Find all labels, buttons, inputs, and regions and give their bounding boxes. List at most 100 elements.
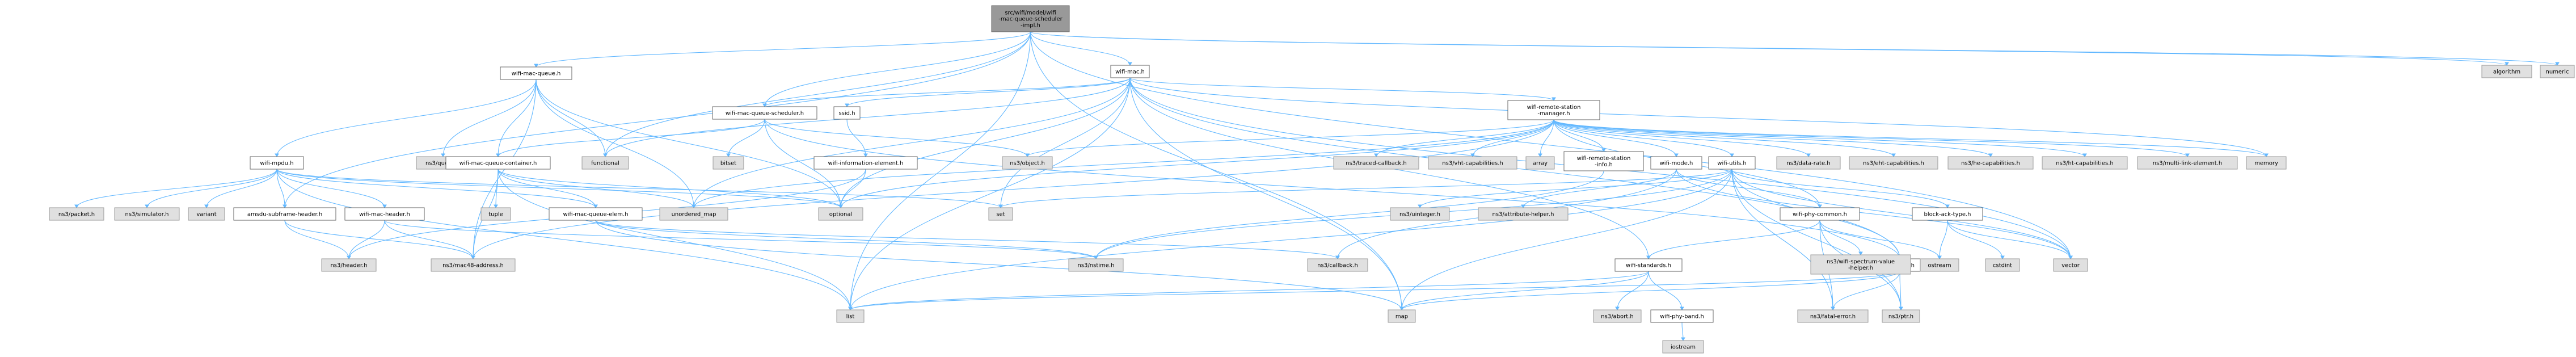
edge-wifi-utils-to-set: [1000, 169, 1732, 208]
edge-wifi-standards-to-wifi-phy-band: [1648, 271, 1683, 310]
edge-wifi-remote-station-manager-to-ns3-ht-capabilities: [1553, 119, 2085, 157]
include-edges: [74, 31, 2560, 341]
edge-arrowhead-wifi-remote-station-manager-to-wifi-mode: [1674, 153, 1679, 157]
edge-arrowhead-wifi-remote-station-manager-to-array: [1538, 153, 1542, 157]
node-ns3-ptr: ns3/ptr.h: [1882, 309, 1920, 323]
node-box-wifi-remote-station-manager: [1507, 100, 1600, 120]
node-box-wifi-information-element: [813, 156, 918, 170]
node-wifi-remote-station-info[interactable]: wifi-remote-station-info.h: [1563, 151, 1644, 171]
edge-wifi-mac-to-wifi-remote-station-manager: [1129, 77, 1554, 101]
node-label-ns3-nstime: ns3/nstime.h: [1078, 263, 1115, 269]
node-ostream: ostream: [1920, 258, 1959, 272]
edge-arrowhead-wifi-mac-header-to-ns3-header: [347, 255, 351, 259]
edge-wifi-mpdu-to-list: [276, 169, 851, 310]
node-box-functional: [581, 156, 629, 170]
node-label-wifi-mpdu: wifi-mpdu.h: [260, 161, 293, 167]
node-wifi-standards[interactable]: wifi-standards.h: [1614, 258, 1683, 272]
edge-arrowhead-root-to-wifi-mac: [1128, 62, 1132, 66]
node-wifi-phy-band[interactable]: wifi-phy-band.h: [1650, 309, 1714, 323]
node-optional: optional: [818, 207, 863, 221]
node-wifi-mac[interactable]: wifi-mac.h: [1110, 65, 1150, 78]
edge-wifi-mac-to-wifi-mac-queue-scheduler: [764, 77, 1131, 107]
node-box-ns3-fatal-error: [1797, 309, 1869, 323]
edge-arrowhead-wifi-remote-station-manager-to-ns3-vht-capabilities: [1470, 153, 1475, 157]
node-amsdu-subframe-header[interactable]: amsdu-subframe-header.h: [233, 207, 336, 221]
edge-qos-utils-to-list: [850, 271, 1900, 310]
node-wifi-mac-queue-scheduler[interactable]: wifi-mac-queue-scheduler.h: [712, 106, 817, 120]
edge-wifi-utils-to-ns3-fatal-error: [1731, 169, 1833, 310]
node-box-wifi-phy-band: [1650, 309, 1714, 323]
node-label-ns3-vht-capabilities: ns3/vht-capabilities.h: [1442, 161, 1503, 167]
node-box-ns3-nstime: [1068, 258, 1124, 272]
edge-wifi-mac-queue-to-optional: [536, 79, 841, 208]
edge-arrowhead-block-ack-type-to-cstdint: [2000, 255, 2005, 259]
node-label-map: map: [1395, 314, 1408, 320]
node-ns3-he-capabilities: ns3/he-capabilities.h: [1947, 156, 2034, 170]
edge-arrowhead-wifi-utils-to-block-ack-type: [1945, 204, 1950, 208]
edge-arrowhead-wifi-remote-station-manager-to-wifi-utils: [1730, 153, 1734, 157]
node-box-ns3-ht-capabilities: [2042, 156, 2128, 170]
edge-arrowhead-wifi-phy-common-to-wifi-standards: [1646, 255, 1651, 259]
node-label-root-line-2: -impl.h: [1021, 23, 1040, 29]
edge-arrowhead-wifi-mac-to-wifi-remote-station-manager: [1551, 97, 1556, 101]
edge-wifi-standards-to-map: [1401, 271, 1649, 310]
node-block-ack-type[interactable]: block-ack-type.h: [1912, 207, 1983, 221]
edge-wifi-mac-queue-container-to-list: [498, 169, 851, 310]
edge-wifi-mac-queue-scheduler-to-optional: [764, 119, 841, 208]
node-wifi-mac-header[interactable]: wifi-mac-header.h: [344, 207, 425, 221]
node-label-wifi-mac-queue-elem: wifi-mac-queue-elem.h: [563, 212, 628, 218]
edge-arrowhead-wifi-mpdu-to-ns3-packet: [74, 204, 79, 208]
edge-wifi-mac-to-ssid: [846, 77, 1131, 107]
node-wifi-mac-queue-container[interactable]: wifi-mac-queue-container.h: [445, 156, 551, 170]
node-root[interactable]: src/wifi/model/wifi-mac-queue-scheduler-…: [991, 5, 1070, 32]
node-box-ns3-ptr: [1882, 309, 1920, 323]
node-wifi-phy-common[interactable]: wifi-phy-common.h: [1780, 207, 1860, 221]
node-ns3-wifi-spectrum-value-helper: ns3/wifi-spectrum-value-helper.h: [1810, 254, 1911, 275]
node-label-ns3-object: ns3/object.h: [1010, 161, 1045, 167]
node-label-ns3-wifi-spectrum-value-helper-line-0: ns3/wifi-spectrum-value: [1827, 259, 1895, 265]
edge-wifi-mac-queue-to-functional: [536, 79, 606, 157]
node-variant: variant: [188, 207, 225, 221]
edge-arrowhead-wifi-remote-station-manager-to-ns3-data-rate: [1806, 153, 1811, 157]
node-wifi-mode[interactable]: wifi-mode.h: [1650, 156, 1702, 170]
node-wifi-utils[interactable]: wifi-utils.h: [1708, 156, 1756, 170]
node-label-ns3-ptr: ns3/ptr.h: [1888, 314, 1913, 320]
node-ssid[interactable]: ssid.h: [833, 106, 861, 120]
node-label-wifi-mac-header: wifi-mac-header.h: [359, 212, 410, 218]
edge-wifi-remote-station-manager-to-array: [1540, 119, 1554, 157]
node-wifi-information-element[interactable]: wifi-information-element.h: [813, 156, 918, 170]
node-box-ns3-he-capabilities: [1947, 156, 2034, 170]
node-label-iostream: iostream: [1671, 345, 1696, 351]
node-ns3-ht-capabilities: ns3/ht-capabilities.h: [2042, 156, 2128, 170]
node-label-wifi-mac-queue-container: wifi-mac-queue-container.h: [459, 161, 537, 167]
edge-root-to-wifi-mac-queue: [536, 31, 1031, 68]
edge-arrowhead-qos-utils-to-ns3-ptr: [1899, 306, 1903, 310]
node-wifi-mac-queue[interactable]: wifi-mac-queue.h: [500, 66, 572, 80]
node-wifi-mpdu[interactable]: wifi-mpdu.h: [250, 156, 304, 170]
node-box-ns3-vht-capabilities: [1428, 156, 1517, 170]
node-label-set: set: [996, 212, 1005, 218]
node-wifi-remote-station-manager[interactable]: wifi-remote-station-manager.h: [1507, 100, 1600, 120]
node-box-wifi-mac-queue-scheduler: [712, 106, 817, 120]
node-box-wifi-utils: [1708, 156, 1756, 170]
node-label-wifi-mac-queue-scheduler: wifi-mac-queue-scheduler.h: [726, 111, 804, 117]
edge-arrowhead-wifi-mac-to-wifi-mac-queue-scheduler: [762, 103, 767, 107]
node-box-wifi-mac: [1110, 65, 1150, 78]
node-ns3-callback: ns3/callback.h: [1307, 258, 1368, 272]
node-label-ns3-attribute-helper: ns3/attribute-helper.h: [1493, 212, 1554, 218]
node-label-algorithm: algorithm: [2493, 69, 2520, 75]
node-box-ns3-mac48-address: [431, 258, 516, 272]
node-label-unordered_map: unordered_map: [672, 212, 716, 218]
edge-wifi-mac-to-unordered_map: [693, 77, 1131, 208]
node-label-variant: variant: [196, 212, 216, 218]
node-box-vector: [2053, 258, 2088, 272]
node-label-wifi-remote-station-manager-line-0: wifi-remote-station: [1527, 104, 1581, 111]
edge-wifi-phy-common-to-ostream: [1819, 220, 1940, 259]
edge-wifi-utils-to-block-ack-type: [1731, 169, 1948, 208]
edge-wifi-mac-queue-to-wifi-mac-queue-container: [498, 79, 537, 157]
edge-wifi-information-element-to-optional: [840, 169, 866, 208]
node-wifi-mac-queue-elem[interactable]: wifi-mac-queue-elem.h: [549, 207, 643, 221]
edge-arrowhead-wifi-utils-to-ns3-uinteger: [1418, 204, 1422, 208]
edge-wifi-mac-queue-scheduler-to-ns3-object: [764, 119, 1028, 157]
edge-wifi-mac-header-to-ns3-nstime: [384, 220, 1097, 259]
